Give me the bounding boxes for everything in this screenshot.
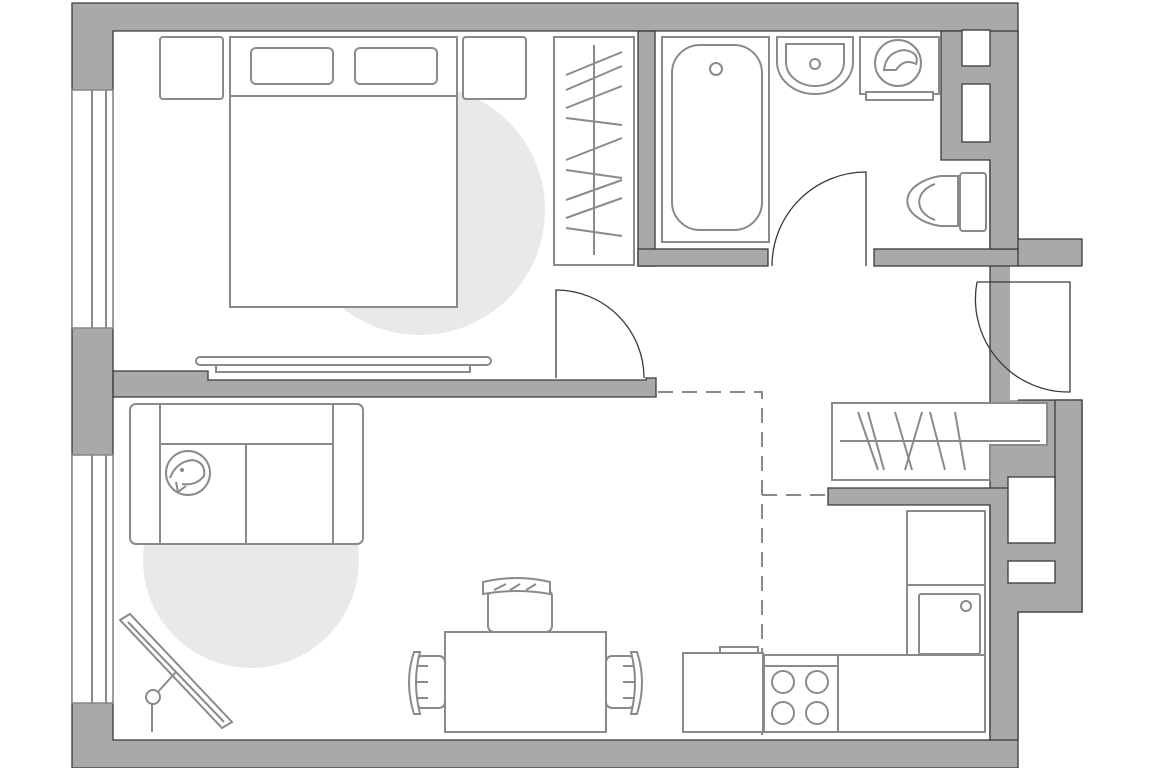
kitchen-counter-bottom bbox=[837, 654, 986, 733]
bathtub-drain bbox=[709, 62, 723, 76]
bathroom-wall-left bbox=[637, 30, 656, 267]
wardrobe-hangers bbox=[565, 45, 623, 255]
bedroom-door bbox=[555, 289, 645, 379]
burner bbox=[771, 701, 795, 725]
pillow bbox=[250, 47, 334, 85]
bathroom-door bbox=[771, 171, 867, 267]
bathroom bbox=[661, 36, 987, 243]
chair bbox=[408, 651, 446, 715]
bathroom-wall-bottom-right bbox=[873, 248, 1019, 267]
easel-icon bbox=[118, 612, 234, 732]
vent-shaft bbox=[961, 83, 991, 143]
toilet-tank bbox=[959, 172, 987, 232]
vent-shaft bbox=[961, 29, 991, 67]
vent-shaft bbox=[1007, 560, 1056, 584]
living-room bbox=[118, 403, 643, 733]
windows bbox=[71, 89, 114, 704]
chair bbox=[605, 651, 643, 715]
burner bbox=[805, 701, 829, 725]
hallway-wardrobe bbox=[831, 402, 1048, 481]
nightstand bbox=[462, 36, 527, 100]
chair bbox=[482, 577, 553, 633]
dining-table bbox=[444, 631, 607, 733]
bathtub-basin bbox=[671, 44, 763, 231]
partition-wall bbox=[112, 370, 657, 398]
entrance-door bbox=[974, 281, 1071, 393]
cat-icon bbox=[165, 450, 211, 496]
vent-shaft bbox=[1007, 476, 1056, 544]
burner bbox=[805, 670, 829, 694]
fridge bbox=[682, 652, 764, 733]
pillow bbox=[354, 47, 438, 85]
kitchen bbox=[682, 510, 986, 733]
shelf bbox=[195, 356, 492, 366]
zone-boundaries bbox=[658, 391, 828, 740]
nightstand bbox=[159, 36, 224, 100]
bathroom-wall-bottom-left bbox=[637, 248, 769, 267]
doors bbox=[555, 171, 1071, 393]
burner bbox=[771, 670, 795, 694]
bedroom bbox=[159, 36, 635, 373]
toilet bbox=[906, 175, 959, 227]
